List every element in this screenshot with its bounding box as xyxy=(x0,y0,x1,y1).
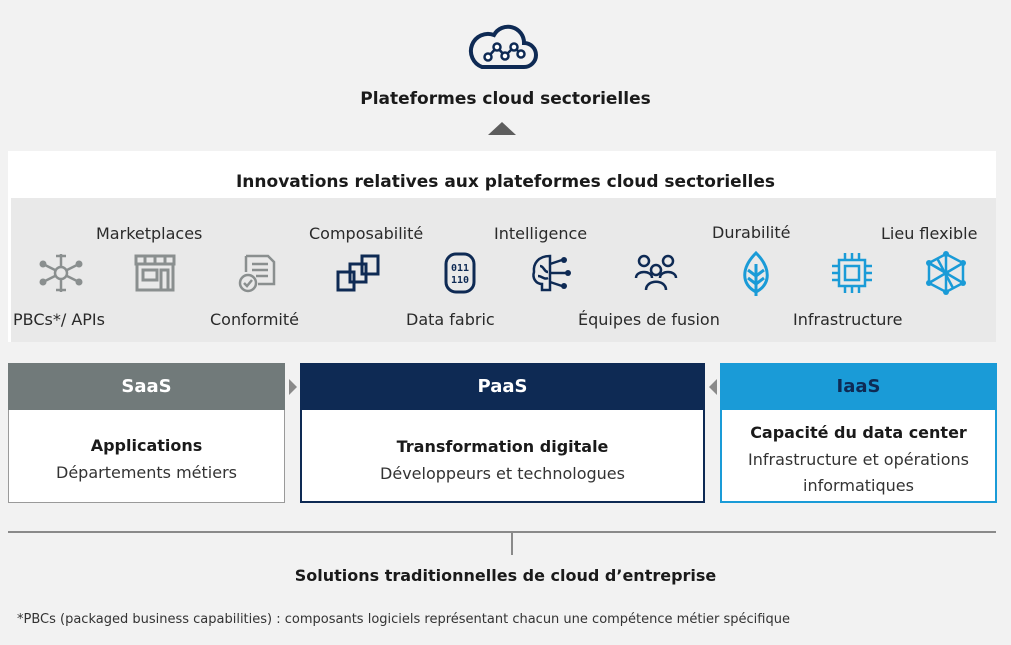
document-check-icon xyxy=(238,254,276,293)
innovation-label-durabilite: Durabilité xyxy=(712,223,791,242)
saas-subtitle: Départements métiers xyxy=(56,463,237,482)
iaas-subtitle: Infrastructure et opérations informatiqu… xyxy=(748,450,969,495)
left-arrow-icon xyxy=(709,379,717,395)
page-title: Plateformes cloud sectorielles xyxy=(360,89,651,109)
cloud-network-icon xyxy=(468,24,538,69)
storefront-icon xyxy=(134,254,176,292)
up-arrow-icon xyxy=(488,122,516,135)
network-hub-icon xyxy=(39,254,83,292)
bottom-title: Solutions traditionnelles de cloud d’ent… xyxy=(294,566,717,585)
iaas-header: IaaS xyxy=(720,363,997,410)
innovation-label-composabilite: Composabilité xyxy=(309,224,424,243)
ai-brain-icon xyxy=(532,254,571,292)
innovations-title: Innovations relatives aux plateformes cl… xyxy=(235,172,776,192)
iaas-title: Capacité du data center xyxy=(750,423,967,442)
innovation-label-data-fabric: Data fabric xyxy=(406,310,495,329)
mesh-network-icon xyxy=(926,251,966,295)
right-arrow-icon xyxy=(289,379,297,395)
innovations-grid xyxy=(11,198,996,342)
saas-header: SaaS xyxy=(8,363,285,410)
innovation-label-intelligence: Intelligence xyxy=(494,224,588,243)
chip-icon xyxy=(832,253,872,293)
innovation-label-pbcs: PBCs*/ APIs xyxy=(13,310,105,329)
footnote: *PBCs (packaged business capabilities) :… xyxy=(17,612,790,627)
connector-line xyxy=(511,533,513,555)
divider xyxy=(8,531,996,533)
paas-subtitle: Développeurs et technologues xyxy=(380,464,625,483)
innovation-label-infrastructure: Infrastructure xyxy=(793,310,903,329)
svg-text:110: 110 xyxy=(451,275,469,286)
binary-database-icon: 011 110 xyxy=(444,252,476,294)
svg-text:011: 011 xyxy=(451,263,469,274)
paas-header: PaaS xyxy=(300,363,705,410)
innovation-label-equipes: Équipes de fusion xyxy=(578,310,720,329)
stacked-squares-icon xyxy=(336,254,380,292)
team-icon xyxy=(634,254,678,291)
innovation-label-marketplaces: Marketplaces xyxy=(96,224,203,243)
saas-title: Applications xyxy=(90,436,203,455)
innovation-label-conformite: Conformité xyxy=(210,310,299,329)
paas-title: Transformation digitale xyxy=(396,437,609,456)
leaf-icon xyxy=(743,250,769,296)
innovation-label-lieu-flexible: Lieu flexible xyxy=(881,224,978,243)
